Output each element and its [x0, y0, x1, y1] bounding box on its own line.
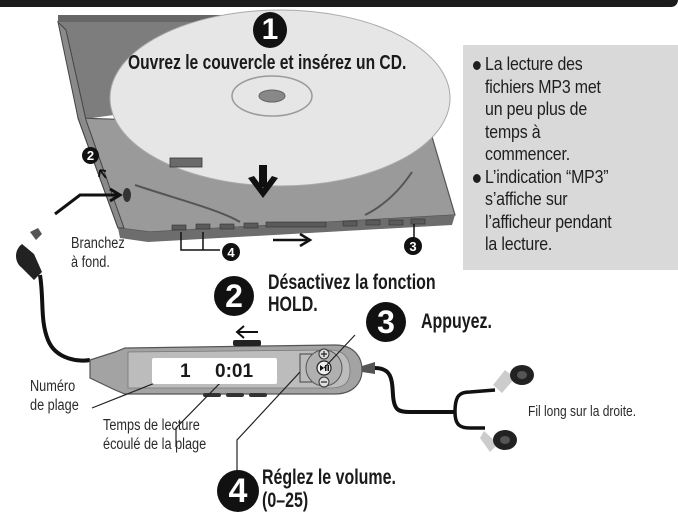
notes-box: La lecture des fichiers MP3 met un peu p… — [463, 45, 678, 270]
step-3-caption: Appuyez. — [421, 310, 492, 333]
step-1-number: 1 — [253, 12, 287, 48]
plug-in-label: Branchez à fond. — [71, 235, 125, 271]
minus-icon — [318, 376, 330, 388]
bullet-icon — [473, 173, 481, 183]
step-4-number: 4 — [217, 470, 259, 512]
step-2-number: 2 — [214, 276, 254, 316]
note-item-mp3-delay: La lecture des fichiers MP3 met un peu p… — [473, 53, 671, 166]
front-buttons — [171, 218, 426, 231]
step-4-caption: Réglez le volume. (0–25) — [262, 466, 396, 512]
step-2-caption: Désactivez la fonction HOLD. — [268, 271, 436, 316]
note-item-mp3-indicator: L’indication “MP3” s’affiche sur l’affic… — [473, 166, 671, 256]
earbud-bottom — [480, 430, 517, 452]
step-1-caption: Ouvrez le couvercle et insérez un CD. — [128, 52, 407, 74]
earbud-top — [493, 365, 534, 393]
arrow-right-icon — [273, 232, 313, 248]
bullet-icon — [473, 61, 481, 70]
step-1-number-text: 1 — [261, 13, 279, 46]
header-bar — [0, 0, 678, 7]
marker-3: 3 — [404, 237, 422, 255]
step-3-number: 3 — [366, 302, 406, 342]
plus-icon — [318, 348, 330, 360]
remote-display: 1 0:01 — [152, 358, 277, 384]
track-number-label: Numéro de plage — [30, 378, 79, 414]
arrow-left-icon — [235, 325, 258, 339]
marker-2: 2 — [82, 147, 99, 164]
elapsed-time-label: Temps de lecture écoulé de la plage — [103, 417, 207, 453]
arrow-down-icon — [248, 165, 278, 198]
marker-4: 4 — [222, 243, 240, 261]
display-elapsed-time: 0:01 — [215, 361, 254, 382]
display-track-number: 1 — [180, 361, 191, 382]
long-wire-label: Fil long sur la droite. — [528, 403, 637, 420]
